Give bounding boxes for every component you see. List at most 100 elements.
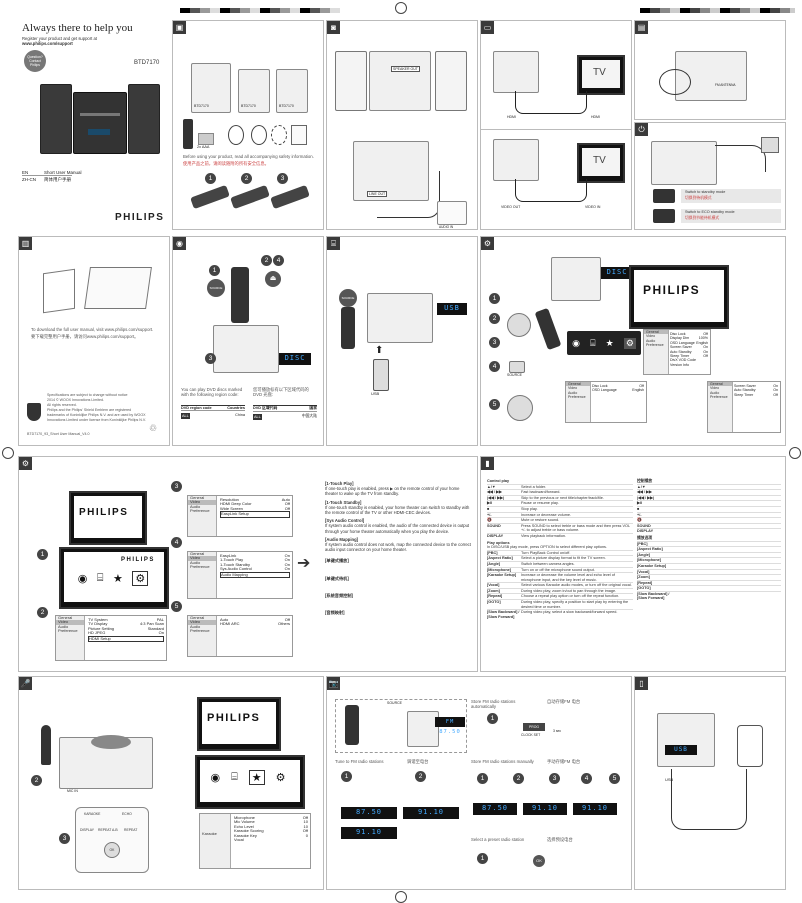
menu-audio[interactable]: Audio: [58, 623, 69, 629]
usb-stick: [373, 359, 389, 391]
usb-menu-icon[interactable]: ⌸: [96, 571, 104, 584]
menu-row[interactable]: Audio Mapping: [220, 571, 290, 579]
tv-1-label: TV: [593, 67, 606, 78]
menu-preference[interactable]: Preference: [190, 628, 210, 634]
star-menu-icon[interactable]: ★: [248, 769, 265, 785]
menu-general[interactable]: General: [190, 551, 205, 556]
preset-ok-button[interactable]: OK: [533, 855, 545, 867]
menu-preference[interactable]: Preference: [58, 628, 78, 634]
gear-menu-icon[interactable]: ⚙: [623, 337, 636, 349]
menu-general[interactable]: General: [644, 330, 668, 335]
menu-audio[interactable]: Audio: [190, 503, 201, 509]
menu-row[interactable]: Version Info: [670, 363, 708, 367]
menu-preference[interactable]: Preference: [190, 564, 210, 570]
menu-row-key: Auto Standby: [734, 388, 756, 393]
repeat-ab-button-label[interactable]: REPEAT A-B: [98, 828, 118, 832]
menu-general[interactable]: General: [708, 382, 732, 387]
menu-preference[interactable]: Preference: [568, 395, 586, 400]
menu-karaoke[interactable]: Karaoke: [202, 831, 217, 836]
usb-menu-icon[interactable]: ⌸: [590, 337, 596, 348]
gear-menu-icon[interactable]: ⚙: [275, 771, 286, 784]
setup-nav-pad[interactable]: [507, 313, 531, 337]
question-badge[interactable]: Question? Contact Philips: [24, 50, 46, 72]
disc-menu-icon[interactable]: ◉: [77, 572, 88, 585]
menu-general[interactable]: General: [190, 615, 205, 620]
menu-audio[interactable]: Audio: [568, 390, 578, 395]
menu-audio[interactable]: Audio: [190, 623, 201, 629]
setup-source-button[interactable]: [509, 361, 525, 373]
easylink-menu-side: General Video Audio Preference: [188, 551, 217, 598]
ok-button[interactable]: OK: [104, 842, 120, 858]
menu-preference[interactable]: Preference: [710, 395, 728, 400]
source-button[interactable]: SOURCE: [207, 279, 225, 297]
menu-video[interactable]: Video: [56, 619, 84, 625]
control-play-title-zh: 控制播放: [637, 479, 653, 483]
menu-audio[interactable]: Audio: [646, 338, 656, 343]
setup-step-2: 2: [489, 313, 500, 324]
usb-menu-icon[interactable]: ⌸: [231, 770, 238, 783]
menu-row[interactable]: Vocal: [234, 837, 308, 842]
menu-row[interactable]: DivX VOD Code: [670, 358, 708, 362]
karaoke-button-label[interactable]: KARAOKE: [84, 812, 101, 816]
display-button-label[interactable]: DISPLAY: [80, 828, 95, 832]
menu-general[interactable]: General: [190, 495, 205, 500]
radio-prog-button[interactable]: PROG: [523, 723, 545, 731]
menu-video[interactable]: Video: [568, 386, 578, 391]
disc-menu-icon[interactable]: ◉: [572, 337, 580, 348]
menu-general[interactable]: General: [58, 615, 73, 620]
box-antenna: [271, 125, 287, 145]
usb-source-button[interactable]: SOURCE: [339, 289, 357, 307]
eject-button[interactable]: ⏏: [265, 271, 281, 287]
menu-general[interactable]: General: [566, 382, 590, 387]
menu-row[interactable]: HDMI Setup: [88, 635, 164, 643]
menu-video[interactable]: Video: [710, 386, 720, 391]
menu-row[interactable]: EasyLink Setup: [220, 511, 290, 518]
menu-video[interactable]: Video: [188, 499, 216, 505]
star-menu-icon[interactable]: ★: [605, 337, 614, 348]
option-key: [Vocal]: [487, 583, 500, 588]
setup-nav-pad-2[interactable]: [507, 395, 533, 421]
echo-button-label[interactable]: ECHO: [122, 812, 132, 816]
menu-preference[interactable]: Preference: [190, 508, 210, 514]
gear-menu-icon[interactable]: ⚙: [132, 570, 149, 586]
menu-video[interactable]: Video: [188, 555, 216, 561]
control-key: SOUND: [487, 523, 501, 528]
menu-video[interactable]: Video: [188, 619, 216, 625]
menu-audio[interactable]: Audio: [190, 559, 201, 565]
star-menu-icon[interactable]: ★: [112, 572, 123, 585]
menu-preference[interactable]: Preference: [646, 343, 664, 348]
menu-video[interactable]: Video: [646, 334, 656, 339]
disc-menu-icon[interactable]: ◉: [210, 771, 221, 784]
repeat-button-label[interactable]: REPEAT: [124, 828, 138, 832]
menu-audio[interactable]: Audio: [710, 390, 720, 395]
